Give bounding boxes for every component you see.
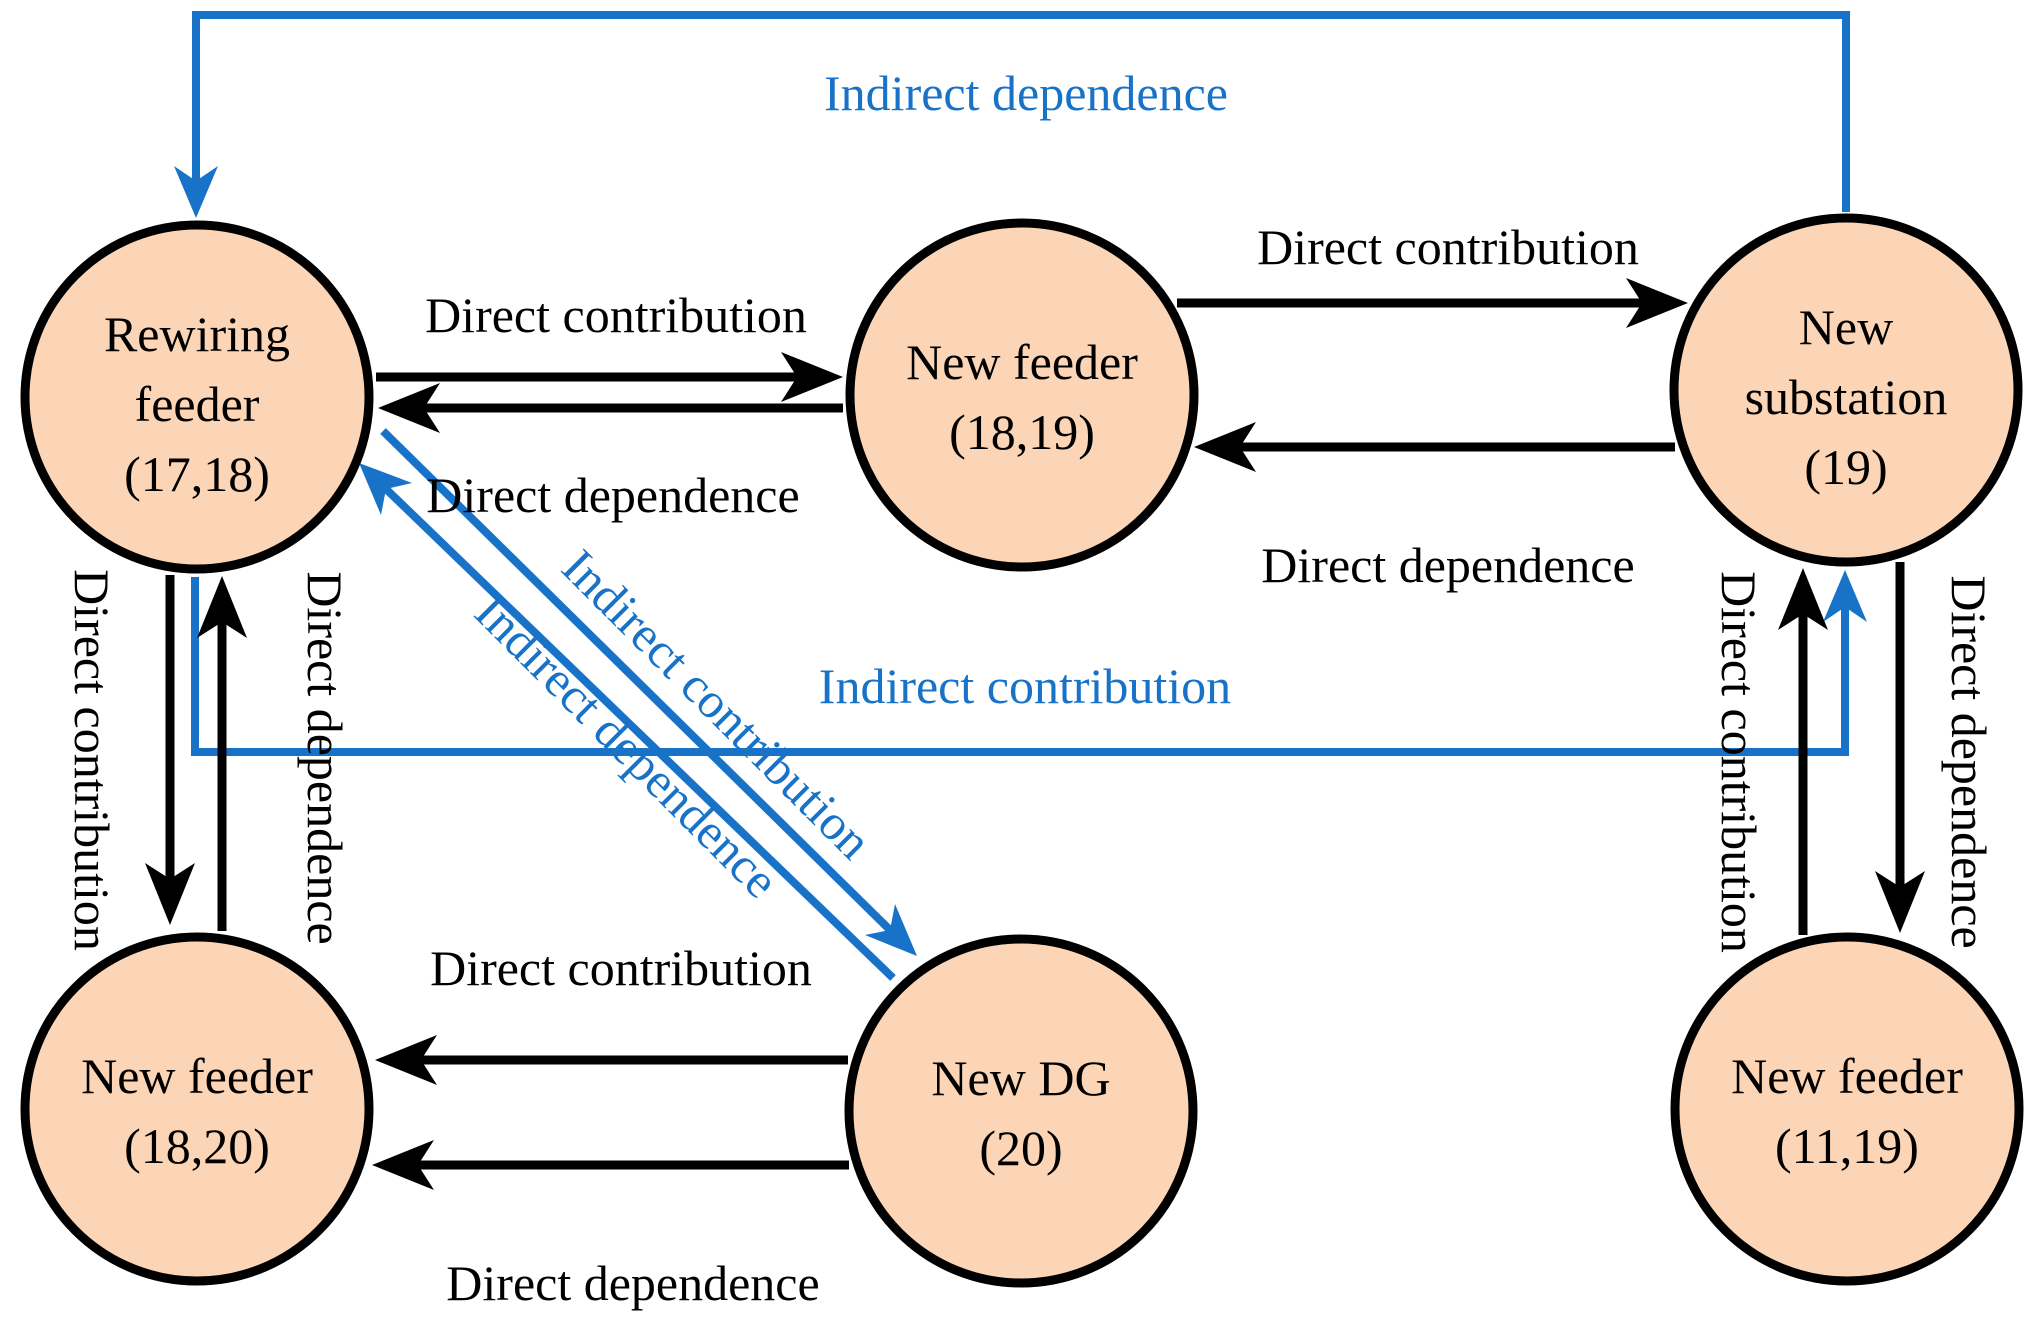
indirect-dependence-path xyxy=(192,11,1850,212)
node-label-line: (18,20) xyxy=(124,1118,270,1174)
edge-indirect-dependence-diagonal-dg-to-rewiring xyxy=(359,463,896,981)
edge-indirect-dependence-substation-to-rewiring xyxy=(174,11,1850,218)
node-rewiring-feeder-17-18: Rewiring feeder (17,18) xyxy=(20,220,374,574)
edge-indirect-contribution-diagonal-rewiring-to-dg xyxy=(380,428,917,956)
node-circle xyxy=(1670,932,2024,1286)
edge-direct-dependence-substation-to-feeder1819 xyxy=(1194,422,1675,472)
label-direct-dependence-right-column: Direct dependence xyxy=(1941,575,1997,948)
label-direct-contribution-top-left: Direct contribution xyxy=(425,287,807,343)
label-direct-contribution-right-column: Direct contribution xyxy=(1711,571,1767,953)
label-direct-dependence-top-left: Direct dependence xyxy=(426,467,799,523)
node-label-line: (18,19) xyxy=(949,404,1095,460)
label-direct-contribution-bottom: Direct contribution xyxy=(430,940,812,996)
arrowhead-down-icon xyxy=(145,863,195,925)
node-new-feeder-18-20: New feeder (18,20) xyxy=(20,932,374,1286)
node-new-dg-20: New DG (20) xyxy=(844,934,1198,1288)
edge-direct-dependence-substation-to-feeder1119 xyxy=(1875,562,1925,933)
node-new-feeder-11-19: New feeder (11,19) xyxy=(1670,932,2024,1286)
indirect-contribution-path xyxy=(191,577,1849,756)
node-label-line: feeder xyxy=(135,376,260,432)
node-new-feeder-18-19: New feeder (18,19) xyxy=(845,218,1199,572)
node-label-line: New feeder xyxy=(906,334,1138,390)
node-circle xyxy=(1669,213,2023,567)
edge-direct-contribution-rewiring-to-feeder1819 xyxy=(376,352,843,402)
arrowhead-left-icon xyxy=(372,1140,434,1190)
arrowhead-left-icon xyxy=(1194,422,1256,472)
diagonal-contribution-line xyxy=(380,428,893,933)
node-label-line: Rewiring xyxy=(104,306,290,362)
arrowhead-up-icon xyxy=(1823,570,1867,622)
node-label-line: New feeder xyxy=(81,1048,313,1104)
node-label-line: (11,19) xyxy=(1775,1118,1919,1174)
arrowhead-right-icon xyxy=(781,352,843,402)
node-circle xyxy=(20,932,374,1286)
label-direct-contribution-top-right: Direct contribution xyxy=(1257,219,1639,275)
diagonal-dependence-line xyxy=(383,486,896,981)
node-circle xyxy=(845,218,1199,572)
node-label-line: (20) xyxy=(979,1120,1062,1176)
arrowhead-diagonal-icon xyxy=(865,904,917,956)
edge-direct-contribution-feeder1819-to-substation xyxy=(1177,278,1688,328)
label-direct-dependence-bottom: Direct dependence xyxy=(446,1255,819,1311)
node-circle xyxy=(20,220,374,574)
arrowhead-down-icon xyxy=(1875,871,1925,933)
label-indirect-contribution-mid: Indirect contribution xyxy=(819,658,1231,714)
node-label-line: New xyxy=(1799,299,1893,355)
node-label-line: New DG xyxy=(931,1050,1110,1106)
label-direct-contribution-left-column: Direct contribution xyxy=(64,569,120,951)
label-direct-dependence-top-right: Direct dependence xyxy=(1261,537,1634,593)
node-circle xyxy=(844,934,1198,1288)
node-label-line: New feeder xyxy=(1731,1048,1963,1104)
label-direct-dependence-left-column: Direct dependence xyxy=(297,571,353,944)
edge-direct-contribution-feeder1119-to-substation xyxy=(1778,568,1828,935)
node-label-line: (19) xyxy=(1804,439,1887,495)
edge-direct-dependence-feeder1819-to-rewiring xyxy=(378,383,843,433)
node-label-line: substation xyxy=(1745,369,1948,425)
edge-direct-dependence-feeder1820-to-rewiring xyxy=(197,576,247,931)
arrowhead-left-icon xyxy=(378,383,440,433)
edge-direct-dependence-dg-to-feeder1820-bottom xyxy=(372,1140,849,1190)
arrowhead-down-icon xyxy=(174,166,218,218)
arrowhead-diagonal-icon xyxy=(359,463,412,515)
arrowhead-right-icon xyxy=(1626,278,1688,328)
edge-direct-contribution-rewiring-to-feeder1820 xyxy=(145,575,195,925)
arrowhead-up-icon xyxy=(197,576,247,638)
edge-direct-contribution-dg-to-feeder1820-top xyxy=(375,1035,848,1085)
label-indirect-dependence-top: Indirect dependence xyxy=(824,65,1228,121)
arrowhead-left-icon xyxy=(375,1035,437,1085)
edge-indirect-contribution-rewiring-to-substation xyxy=(191,570,1867,756)
arrowhead-up-icon xyxy=(1778,568,1828,630)
node-label-line: (17,18) xyxy=(124,446,270,502)
node-new-substation-19: New substation (19) xyxy=(1669,213,2023,567)
